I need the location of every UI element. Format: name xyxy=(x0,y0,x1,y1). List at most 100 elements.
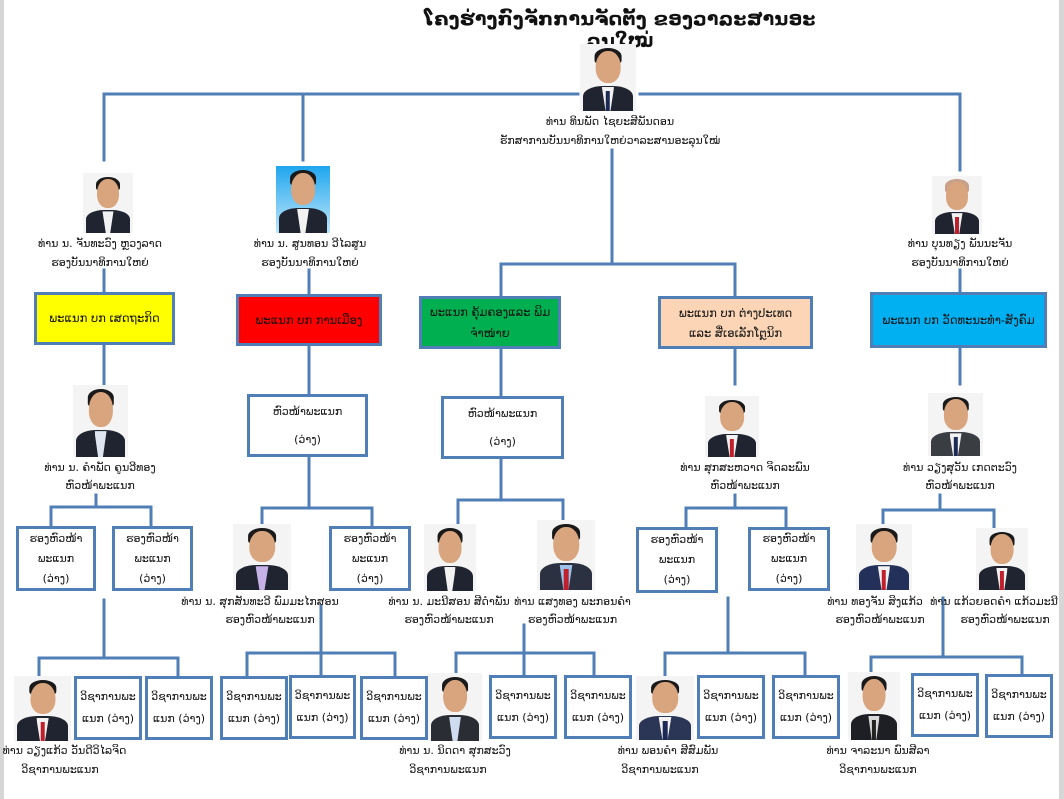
dept-foreign-electronic: ພະແນກ ບກ ຕ່າງປະເທດ ແລະ ສື່ເອເລັກໂຕຼນິກ xyxy=(658,296,813,349)
technician-2-name: ທ່ານ ນ. ນິດດາ ສຸກສະວົງ xyxy=(399,744,511,757)
technician-vacant-box: ວິຊາການພະ ແນກ (ວ່າງ) xyxy=(489,675,557,739)
vacant-line-2: ແນກ (ວ່າງ) xyxy=(779,711,833,724)
chief-photo xyxy=(580,44,636,111)
vacant-line-1: ວິຊາການພະ xyxy=(226,690,282,703)
technician-1-photo xyxy=(14,676,71,741)
dept-management-distribution: ພະແນກ ຄຸ້ມຄອງແລະ ພິມຈຳໜ່າຍ xyxy=(419,296,561,349)
deputy-head-3-role: ຮອງຫົວໜ້າພະແນກ xyxy=(527,613,618,626)
vacant-line-2: ພະແນກ xyxy=(37,551,75,565)
dept-culture-society: ພະແນກ ບກ ວັດທະນະທຳ-ສັງຄົມ xyxy=(870,292,1047,348)
vacant-line-2: ແນກ (ວ່າງ) xyxy=(571,711,625,724)
deputy-head-1-name: ທ່ານ ນ. ສຸກສັນທະວີ ພົມມະໄກສອນ xyxy=(181,595,339,608)
vacant-line-1: ວິຊາການພະ xyxy=(294,689,351,702)
vacant-line-2: ແນກ (ວ່າງ) xyxy=(918,709,972,722)
deputy-head-vacant-box: ຮອງຫົວໜ້າ ພະແນກ (ວ່າງ) xyxy=(329,526,411,591)
technician-4-photo xyxy=(848,672,900,740)
head-5-role: ຫົວໜ້າພະແນກ xyxy=(925,479,995,492)
technician-vacant-box: ວິຊາການພະ ແນກ (ວ່າງ) xyxy=(74,676,142,740)
vacant-line-2: ແນກ (ວ່າງ) xyxy=(81,712,135,725)
vacant-line-1: ວິຊາການພະ xyxy=(366,690,422,703)
deputy-2-name: ທ່ານ ນ. ສູນທອນ ວີໄລສູນ xyxy=(253,237,367,250)
head-5-name: ທ່ານ ວຽງສຸວັນ ເກດຕະວົງ xyxy=(902,461,1017,474)
dept-foreign-label-2: ແລະ ສື່ເອເລັກໂຕຼນິກ xyxy=(688,325,783,340)
deputy-1-photo xyxy=(83,173,133,233)
vacant-line-2: ແນກ (ວ່າງ) xyxy=(296,711,349,724)
dept-economics: ພະແນກ ບກ ເສດຖະກິດ xyxy=(34,292,175,345)
deputy-head-2-photo xyxy=(424,524,476,591)
head-4-photo xyxy=(705,396,759,457)
vacant-line-1: ຮອງຫົວໜ້າ xyxy=(650,533,704,546)
deputy-head-4-role: ຮອງຫົວໜ້າພະແນກ xyxy=(835,613,925,626)
vacant-line-2: ແນກ (ວ່າງ) xyxy=(367,712,421,725)
technician-2-role: ວິຊາການພະແນກ xyxy=(409,763,487,776)
vacant-line-2: ແນກ (ວ່າງ) xyxy=(496,711,550,724)
deputy-head-5-photo xyxy=(976,528,1028,590)
technician-3-name: ທ່ານ ພອນຄຳ ສີສົມພັນ xyxy=(617,744,719,757)
deputy-3-photo xyxy=(932,176,982,234)
deputy-3-name: ທ່ານ ບຸນທຽງ ພັນນະຈັນ xyxy=(907,237,1013,250)
technician-4-name: ທ່ານ ຈາລະນາ ພົນສີລາ xyxy=(826,744,930,757)
vacant-line-3: (ວ່າງ) xyxy=(139,571,166,585)
head-4-role: ຫົວໜ້າພະແນກ xyxy=(710,479,780,492)
head-3-vacant: (ວ່າງ) xyxy=(489,434,516,448)
deputy-head-5-role: ຮອງຫົວໜ້າພະແນກ xyxy=(960,613,1050,626)
head-2-vacant: (ວ່າງ) xyxy=(294,432,321,446)
dept-culture-label: ພະແນກ ບກ ວັດທະນະທຳ-ສັງຄົມ xyxy=(882,312,1035,327)
deputy-1-role: ຮອງບັນນາທິການໃຫຍ່ xyxy=(51,256,149,269)
vacant-line-1: ວິຊາການພະ xyxy=(991,688,1047,701)
head-4-name: ທ່ານ ສຸກສະຫວາດ ຈິດລະພົນ xyxy=(680,461,810,474)
technician-vacant-box: ວິຊາການພະ ແນກ (ວ່າງ) xyxy=(911,673,979,737)
head-3-vacant-box: ຫົວໜ້າພະແນກ (ວ່າງ) xyxy=(441,396,564,459)
chief-role: ຮັກສາການບັນນາທິການໃຫຍ່ວາລະສານອະລຸນໃໝ່ xyxy=(499,134,721,147)
dept-politics: ພະແນກ ບກ ການເມືອງ xyxy=(236,294,382,346)
technician-1-role: ວິຊາການພະແນກ xyxy=(21,763,99,776)
deputy-head-3-photo xyxy=(537,520,595,590)
vacant-line-2: ແນກ (ວ່າງ) xyxy=(992,710,1046,723)
chief-name: ທ່ານ ທິນພັດ ໄຊຍະສີພັນດອນ xyxy=(545,115,675,128)
deputy-head-1-photo xyxy=(233,524,291,590)
dept-economics-label: ພະແນກ ບກ ເສດຖະກິດ xyxy=(49,311,160,325)
technician-vacant-box: ວິຊາການພະ ແນກ (ວ່າງ) xyxy=(289,675,356,739)
vacant-line-2: ແນກ (ວ່າງ) xyxy=(704,711,758,724)
vacant-line-1: ວິຊາການພະ xyxy=(151,690,207,703)
head-1-name: ທ່ານ ນ. ຄຳພັດ ຄູນວີທອງ xyxy=(44,461,156,474)
deputy-head-2-name: ທ່ານ ນ. ມະນີສອນ ສີດຳພັນ xyxy=(388,595,510,608)
technician-3-role: ວິຊາການພະແນກ xyxy=(621,763,699,776)
head-2-vacant-box: ຫົວໜ້າພະແນກ (ວ່າງ) xyxy=(247,394,368,457)
deputy-head-1-role: ຮອງຫົວໜ້າພະແນກ xyxy=(225,613,315,626)
technician-vacant-box: ວິຊາການພະ ແນກ (ວ່າງ) xyxy=(220,676,288,740)
vacant-line-1: ຮອງຫົວໜ້າ xyxy=(29,531,83,545)
technician-1-name: ທ່ານ ວຽງແກ້ວ ວັນດີວິໄລຈິດ xyxy=(2,744,127,757)
dept-politics-label: ພະແນກ ບກ ການເມືອງ xyxy=(255,312,363,327)
deputy-3-role: ຮອງບັນນາທິການໃຫຍ່ xyxy=(911,256,1009,269)
deputy-2-role: ຮອງບັນນາທິການໃຫຍ່ xyxy=(261,256,359,269)
deputy-head-vacant-box: ຮອງຫົວໜ້າ ພະແນກ (ວ່າງ) xyxy=(16,526,96,591)
technician-4-role: ວິຊາການພະແນກ xyxy=(839,763,917,776)
vacant-line-1: ວິຊາການພະ xyxy=(703,689,759,702)
deputy-head-vacant-box: ຮອງຫົວໜ້າ ພະແນກ (ວ່າງ) xyxy=(112,526,193,591)
vacant-line-3: (ວ່າງ) xyxy=(663,573,691,586)
deputy-head-vacant-box: ຮອງຫົວໜ້າ ພະແນກ (ວ່າງ) xyxy=(748,527,830,591)
vacant-line-3: (ວ່າງ) xyxy=(42,571,70,585)
vacant-line-2: ພະແນກ xyxy=(658,553,696,566)
deputy-1-name: ທ່ານ ນ. ຈັນທະວົງ ຫຼວງລາດ xyxy=(38,237,162,250)
deputy-head-4-name: ທ່ານ ທອງຈັນ ສິງແກ້ວ xyxy=(827,595,923,608)
vacant-line-3: (ວ່າງ) xyxy=(775,572,803,585)
dept-management-label: ພະແນກ ຄຸ້ມຄອງແລະ ພິມຈຳໜ່າຍ xyxy=(429,304,551,340)
deputy-head-2-role: ຮອງຫົວໜ້າພະແນກ xyxy=(404,613,494,626)
technician-vacant-box: ວິຊາການພະ ແນກ (ວ່າງ) xyxy=(145,676,213,740)
deputy-head-5-name: ທ່ານ ແກ້ວຍອດຄຳ ແກ້ວມະນີ xyxy=(930,595,1058,608)
page-edge-right xyxy=(1059,0,1064,799)
deputy-2-photo xyxy=(276,166,330,233)
deputy-head-4-photo xyxy=(856,524,912,590)
page-edge-left xyxy=(0,0,4,799)
head-1-photo xyxy=(73,385,128,457)
head-2-title: ຫົວໜ້າພະແນກ xyxy=(272,404,343,418)
vacant-line-1: ວິຊາການພະ xyxy=(778,689,834,702)
technician-vacant-box: ວິຊາການພະ ແນກ (ວ່າງ) xyxy=(564,675,632,739)
technician-2-photo xyxy=(428,673,482,741)
vacant-line-1: ວິຊາການພະ xyxy=(917,687,973,700)
vacant-line-2: ພະແນກ xyxy=(770,552,808,565)
vacant-line-2: ແນກ (ວ່າງ) xyxy=(227,712,281,725)
